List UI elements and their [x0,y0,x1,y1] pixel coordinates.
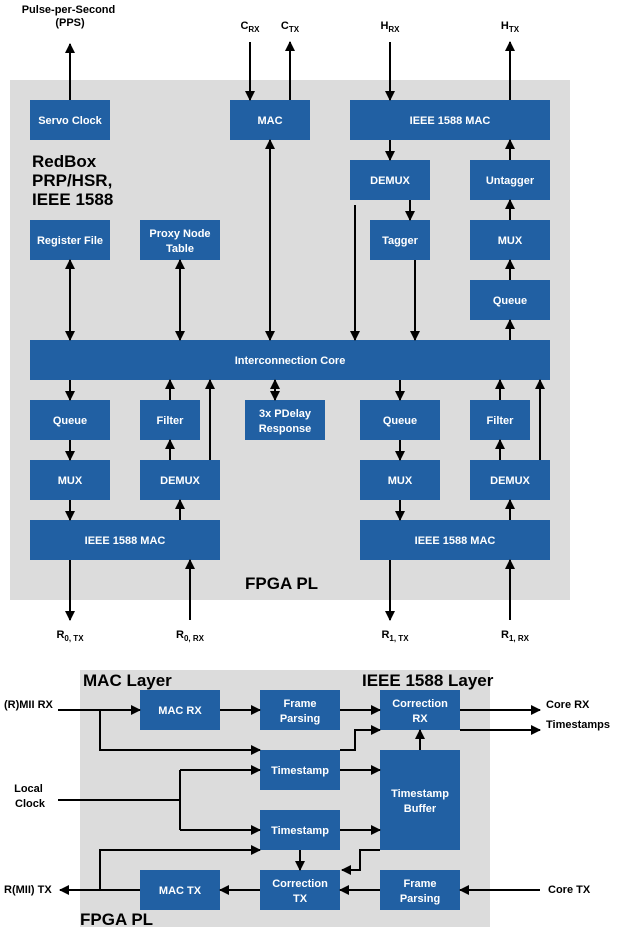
mac-layer-label: MAC Layer [83,671,172,690]
svg-text:Queue: Queue [53,415,87,427]
servo-clock-block: Servo Clock [30,100,110,140]
queue-left-block: Queue [30,400,110,440]
core-tx-label: Core TX [548,884,591,896]
svg-text:Timestamp: Timestamp [391,788,449,800]
demux-top-block: DEMUX [350,160,430,200]
svg-text:MAC RX: MAC RX [158,705,202,717]
core-rx-label: Core RX [546,699,590,711]
mac-rx-block: MAC RX [140,690,220,730]
mux-right-block: MUX [360,460,440,500]
svg-text:Correction: Correction [272,878,328,890]
demux-right-block: DEMUX [470,460,550,500]
c-rx-label: CRX [240,20,260,34]
frame-parsing-bottom-block: Frame Parsing [380,870,460,910]
svg-text:Frame: Frame [403,878,436,890]
svg-text:MAC: MAC [257,115,282,127]
rmii-tx-label: R(MII) TX [4,884,52,896]
untagger-block: Untagger [470,160,550,200]
r1-rx-label: R1, RX [501,629,530,643]
demux-left-block: DEMUX [140,460,220,500]
r1-tx-label: R1, TX [381,629,409,643]
svg-text:Frame: Frame [283,698,316,710]
svg-text:IEEE 1588 MAC: IEEE 1588 MAC [85,535,166,547]
r0-tx-label: R0, TX [56,629,84,643]
fpga-label-top: FPGA PL [245,574,318,593]
svg-text:Correction: Correction [392,698,448,710]
svg-text:MUX: MUX [388,475,413,487]
timestamp-buffer-block: Timestamp Buffer [380,750,460,850]
svg-text:Untagger: Untagger [486,175,535,187]
h-rx-label: HRX [380,20,400,34]
tagger-block: Tagger [370,220,430,260]
queue-right-block: Queue [360,400,440,440]
svg-text:DEMUX: DEMUX [490,475,530,487]
svg-text:MUX: MUX [498,235,523,247]
svg-text:RX: RX [412,713,428,725]
mac-block: MAC [230,100,310,140]
r0-rx-label: R0, RX [176,629,205,643]
svg-text:Filter: Filter [487,415,515,427]
queue-top-block: Queue [470,280,550,320]
fpga-label-bottom: FPGA PL [80,910,153,929]
h-tx-label: HTX [501,20,520,34]
svg-text:Buffer: Buffer [404,803,437,815]
svg-text:IEEE 1588 MAC: IEEE 1588 MAC [415,535,496,547]
correction-rx-block: Correction RX [380,690,460,730]
svg-text:DEMUX: DEMUX [160,475,200,487]
filter-left-block: Filter [140,400,200,440]
svg-text:Parsing: Parsing [400,893,440,905]
top-connections [65,41,545,621]
svg-text:Interconnection Core: Interconnection Core [235,355,346,367]
rmii-rx-label: (R)MII RX [4,699,54,711]
svg-text:Filter: Filter [157,415,185,427]
timestamp-2-block: Timestamp [260,810,340,850]
ieee-1588-mac-top-block: IEEE 1588 MAC [350,100,550,140]
svg-text:Proxy Node: Proxy Node [149,228,210,240]
svg-text:TX: TX [293,893,308,905]
register-file-block: Register File [30,220,110,260]
filter-right-block: Filter [470,400,530,440]
svg-text:Parsing: Parsing [280,713,320,725]
local-clock-label: Local Clock [14,783,46,810]
interconnection-core-block: Interconnection Core [30,340,550,380]
ieee-1588-layer-label: IEEE 1588 Layer [362,671,494,690]
svg-text:MUX: MUX [58,475,83,487]
timestamp-1-block: Timestamp [260,750,340,790]
svg-text:DEMUX: DEMUX [370,175,410,187]
redbox-label: RedBox PRP/HSR, IEEE 1588 [32,152,117,209]
timestamps-label: Timestamps [546,719,610,731]
frame-parsing-top-block: Frame Parsing [260,690,340,730]
svg-text:MAC TX: MAC TX [159,885,202,897]
mux-top-block: MUX [470,220,550,260]
mac-tx-block: MAC TX [140,870,220,910]
svg-text:Table: Table [166,243,194,255]
proxy-node-table-block: Proxy Node Table [140,220,220,260]
svg-text:Timestamp: Timestamp [271,825,329,837]
svg-text:IEEE 1588 MAC: IEEE 1588 MAC [410,115,491,127]
pps-label: Pulse-per-Second (PPS) [22,4,119,29]
svg-text:Servo Clock: Servo Clock [38,115,102,127]
svg-text:Response: Response [259,423,312,435]
svg-text:Queue: Queue [383,415,417,427]
svg-text:Register File: Register File [37,235,103,247]
correction-tx-block: Correction TX [260,870,340,910]
ieee-1588-mac-right-block: IEEE 1588 MAC [360,520,550,560]
svg-text:Queue: Queue [493,295,527,307]
c-tx-label: CTX [281,20,300,34]
svg-text:3x PDelay: 3x PDelay [259,408,312,420]
ieee-1588-mac-left-block: IEEE 1588 MAC [30,520,220,560]
svg-text:Tagger: Tagger [382,235,419,247]
bottom-connections [58,705,541,895]
mux-left-block: MUX [30,460,110,500]
svg-text:Timestamp: Timestamp [271,765,329,777]
pdelay-response-block: 3x PDelay Response [245,400,325,440]
